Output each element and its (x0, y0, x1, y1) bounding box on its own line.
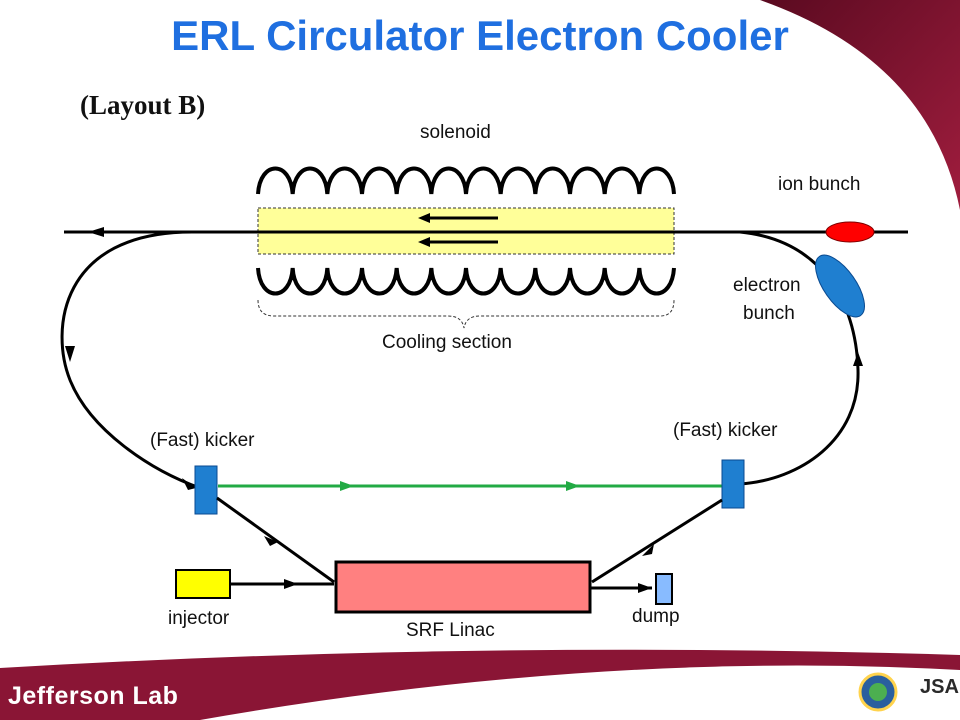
left-arc-arrow (65, 346, 75, 362)
label-kicker-right: (Fast) kicker (673, 420, 778, 441)
kicker-left (194, 465, 218, 515)
label-electron-bunch-line1: electron (733, 275, 801, 296)
green-arrow-1 (340, 481, 354, 491)
linac-to-kicker-line (591, 498, 723, 584)
ion-beam-arrow (88, 227, 104, 237)
solenoid-bottom-coils (256, 267, 676, 296)
electron-direction-arrowhead-1 (418, 213, 430, 223)
label-solenoid: solenoid (420, 122, 491, 143)
solenoid-bottom-coil-path (256, 267, 676, 296)
left-arc-bottom-arrow (182, 478, 196, 490)
kicker-to-linac-arrow (264, 536, 278, 546)
kicker-right (721, 459, 745, 509)
cooling-section-brace (257, 299, 675, 329)
ion-bunch (825, 221, 875, 243)
label-kicker-left: (Fast) kicker (150, 430, 255, 451)
solenoid-top-coils (256, 166, 676, 195)
solenoid-top-coil-path (256, 166, 676, 195)
label-ion-bunch: ion bunch (778, 174, 861, 195)
doe-seal-inner-icon (869, 683, 887, 701)
srf-linac-box (334, 560, 592, 614)
label-electron-bunch-line2: bunch (743, 303, 795, 324)
jefferson-lab-logo: Jefferson Lab (8, 682, 179, 710)
label-srf-linac: SRF Linac (406, 620, 495, 641)
electron-direction-arrowhead-2 (418, 237, 430, 247)
right-return-arc (739, 230, 860, 486)
dump-box (655, 573, 673, 605)
jsa-logo: JSA (920, 676, 959, 698)
green-arrow-2 (566, 481, 580, 491)
injector-box (175, 569, 231, 599)
top-right-swoosh (760, 0, 960, 210)
label-cooling-section: Cooling section (382, 332, 512, 353)
label-dump: dump (632, 606, 680, 627)
label-injector: injector (168, 608, 230, 629)
bottom-swoosh-highlight (200, 665, 960, 720)
right-arc-arrow (853, 352, 863, 366)
electron-bunch (815, 254, 865, 318)
kicker-to-linac-line (216, 496, 335, 584)
left-return-arc (60, 230, 201, 490)
slide-title: ERL Circulator Electron Cooler (171, 12, 789, 59)
dump-arrow (638, 583, 652, 593)
injector-arrow (284, 579, 298, 589)
slide-subtitle: (Layout B) (80, 90, 206, 120)
linac-to-kicker-arrow (642, 544, 654, 556)
